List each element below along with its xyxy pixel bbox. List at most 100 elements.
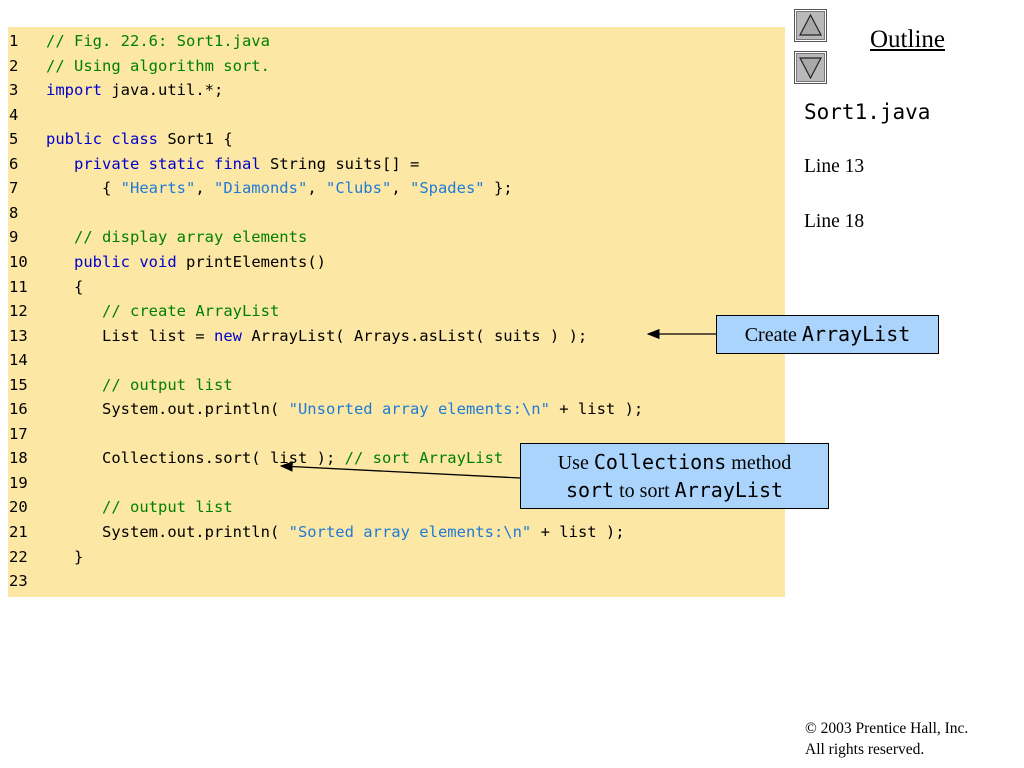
callout-code: ArrayList (801, 322, 911, 346)
code-line: 21 System.out.println( "Sorted array ele… (8, 520, 785, 545)
code-string: "Spades" (409, 179, 485, 198)
file-name: Sort1.java (804, 100, 931, 124)
code-line: 17 (8, 422, 785, 447)
line-number: 2 (9, 56, 19, 75)
code-keyword: void (139, 252, 177, 271)
next-slide-button[interactable] (794, 51, 827, 84)
code-comment: // Using algorithm sort. (46, 56, 270, 75)
callout-code: Collections (593, 450, 727, 474)
code-keyword: public (74, 252, 130, 271)
code-string: "Sorted array elements:\n" (288, 523, 532, 541)
code-keyword: public (46, 130, 102, 149)
code-line: 3 import java.util.*; (8, 78, 785, 103)
code-string: "Clubs" (325, 179, 392, 198)
code-line: 22 } (8, 545, 785, 570)
code-line: 11 { (8, 275, 785, 300)
code-comment: // display array elements (74, 228, 308, 247)
code-token: Sort1 { (158, 130, 233, 149)
rights-line: All rights reserved. (805, 741, 925, 758)
code-token: , (307, 179, 326, 198)
line-number: 14 (9, 351, 28, 370)
line-number: 20 (9, 498, 28, 517)
code-comment: // output list (102, 375, 233, 394)
code-token: List list = (46, 326, 214, 345)
code-text: private static final String suits[] = (46, 152, 419, 177)
code-line: 10 public void printElements() (8, 250, 785, 275)
line-number: 17 (9, 424, 28, 443)
code-line: 19 (8, 471, 785, 496)
line-number: 15 (9, 375, 28, 394)
line-number: 9 (9, 228, 19, 247)
code-token: { (46, 277, 84, 296)
code-line: 5 public class Sort1 { (8, 127, 785, 152)
code-line: 6 private static final String suits[] = (8, 152, 785, 177)
callout-text: method (726, 452, 792, 474)
code-text: List list = new ArrayList( Arrays.asList… (46, 324, 587, 349)
code-line: 23 (8, 569, 785, 594)
code-token: String suits[] = (260, 154, 420, 173)
code-line: 7 { "Hearts", "Diamonds", "Clubs", "Spad… (8, 176, 785, 201)
code-comment: // output list (102, 498, 233, 517)
code-text: System.out.println( "Sorted array elemen… (46, 520, 625, 545)
code-token: ArrayList( Arrays.asList( suits ) ); (241, 326, 588, 345)
code-token: printElements() (176, 252, 326, 271)
line-number: 1 (9, 32, 19, 50)
code-keyword: final (214, 154, 261, 173)
code-text: { (46, 275, 83, 300)
code-token: java.util.*; (102, 81, 224, 100)
line-number: 16 (9, 400, 28, 419)
code-line: 2 // Using algorithm sort. (8, 54, 785, 79)
code-token: } (46, 547, 84, 566)
code-keyword: import (46, 81, 102, 100)
line-number: 10 (9, 252, 28, 271)
code-keyword: class (111, 130, 159, 149)
line-number: 22 (9, 547, 28, 566)
code-comment: // Fig. 22.6: Sort1.java (46, 32, 270, 50)
line-number: 19 (9, 473, 28, 492)
code-line: 8 (8, 201, 785, 226)
sort-arraylist-callout: Use Collections method sort to sort Arra… (520, 443, 829, 509)
code-token: System.out.println( (46, 523, 289, 541)
code-text: } (46, 545, 83, 570)
callout-text: Use (557, 452, 594, 474)
line-number: 18 (9, 449, 28, 468)
callout-text: Create (744, 324, 802, 346)
code-token: }; (484, 179, 513, 198)
line-number: 11 (9, 277, 28, 296)
code-token: { (46, 179, 121, 198)
previous-slide-button[interactable] (794, 9, 827, 42)
code-text: import java.util.*; (46, 78, 223, 103)
code-string: "Diamonds" (213, 179, 308, 198)
code-text: // create ArrayList (46, 299, 279, 324)
code-keyword: static (148, 154, 205, 173)
line-number: 5 (9, 130, 19, 149)
code-line: 16 System.out.println( "Unsorted array e… (8, 397, 785, 422)
code-token: System.out.println( (46, 400, 289, 419)
code-comment: // create ArrayList (102, 302, 280, 321)
code-string: "Unsorted array elements:\n" (288, 400, 550, 419)
code-token: , (195, 179, 214, 198)
copyright-notice: © 2003 Prentice Hall, Inc. All rights re… (805, 718, 968, 760)
code-text: // Using algorithm sort. (46, 54, 270, 79)
line-number: 3 (9, 81, 19, 100)
code-comment: // sort ArrayList (344, 449, 504, 468)
code-text: // display array elements (46, 225, 307, 250)
code-line: 1 // Fig. 22.6: Sort1.java (8, 29, 785, 54)
line-number: 8 (9, 203, 19, 222)
line-number: 12 (9, 302, 28, 321)
code-keyword: new (213, 326, 242, 345)
outline-title[interactable]: Outline (870, 26, 945, 53)
callout-text: to sort (614, 480, 675, 502)
line-number: 13 (9, 326, 28, 345)
code-line: 15 // output list (8, 373, 785, 398)
code-text: public void printElements() (46, 250, 326, 275)
code-token: , (391, 179, 410, 198)
code-text: public class Sort1 { (46, 127, 233, 152)
code-text: // output list (46, 495, 233, 520)
code-line: 9 // display array elements (8, 225, 785, 250)
arrow-to-line-18 (279, 461, 521, 479)
code-token: Collections.sort( list ); (46, 449, 345, 468)
code-line: 12 // create ArrayList (8, 299, 785, 324)
line-ref-18: Line 18 (804, 211, 865, 232)
